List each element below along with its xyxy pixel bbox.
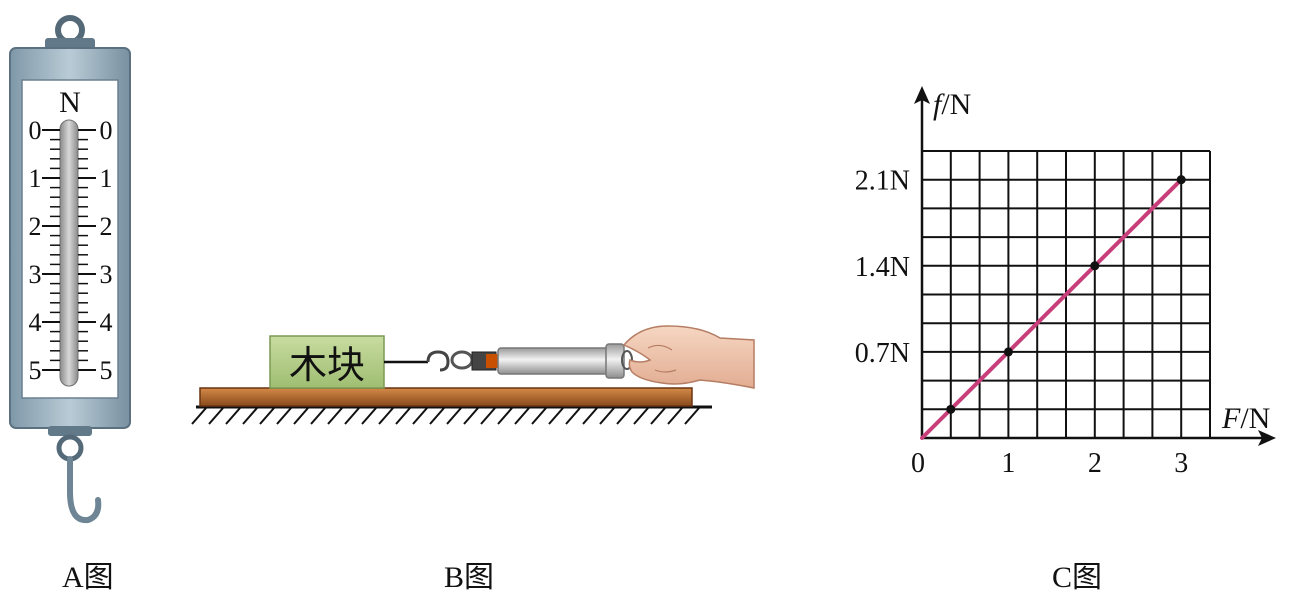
y-tick-label: 2.1N xyxy=(855,166,910,197)
x-axis-arrow-icon xyxy=(1258,430,1276,446)
hook-icon xyxy=(426,350,450,372)
x-tick-label: 3 xyxy=(1174,448,1188,479)
chart-axes xyxy=(914,86,1276,446)
wooden-block xyxy=(269,335,385,389)
chart-grid xyxy=(922,150,1211,438)
scale-label-right: 2 xyxy=(100,212,113,241)
wooden-board xyxy=(199,387,693,407)
scale-spring-tube xyxy=(59,119,79,387)
friction-setup: 木块 xyxy=(191,325,755,425)
hatch-line xyxy=(446,407,462,425)
x-tick-label: 2 xyxy=(1088,448,1102,479)
hatch-line xyxy=(276,407,292,425)
hatch-line xyxy=(565,407,581,425)
hatch-line xyxy=(242,407,258,425)
chart-axis-labels: f/N F/N 0 xyxy=(911,88,1270,479)
fit-line xyxy=(920,177,1184,440)
y-axis-label: f/N xyxy=(933,88,971,121)
f-vs-F-chart: 1 2 3 0.7N 1.4N 2.1N f/N F/N 0 xyxy=(855,86,1276,479)
hatch-line xyxy=(650,407,666,425)
ground-hatch xyxy=(191,407,700,425)
hatch-line xyxy=(429,407,445,425)
hatch-line xyxy=(191,407,207,425)
hatch-line xyxy=(259,407,275,425)
hatch-line xyxy=(463,407,479,425)
scale-unit: N xyxy=(59,86,81,119)
hatch-line xyxy=(667,407,683,425)
scale-label-left: 3 xyxy=(29,260,42,289)
scale-label-left: 1 xyxy=(29,164,42,193)
x-tick-label: 1 xyxy=(1001,448,1015,479)
data-point xyxy=(1090,261,1100,271)
hatch-line xyxy=(395,407,411,425)
x-axis-label: F/N xyxy=(1221,402,1270,435)
hook-icon xyxy=(67,456,102,524)
y-axis-arrow-icon xyxy=(914,86,930,104)
hatch-line xyxy=(378,407,394,425)
data-point xyxy=(1003,347,1013,357)
spring-scale: N 0 1 2 3 4 5 0 1 2 3 4 5 xyxy=(9,15,131,524)
hatch-line xyxy=(684,407,700,425)
hatch-line xyxy=(208,407,224,425)
hatch-line xyxy=(293,407,309,425)
hatch-line xyxy=(548,407,564,425)
hatch-line xyxy=(344,407,360,425)
hatch-line xyxy=(327,407,343,425)
hatch-line xyxy=(480,407,496,425)
origin-label: 0 xyxy=(911,448,925,479)
hatch-line xyxy=(531,407,547,425)
scale-label-right: 5 xyxy=(100,356,113,385)
y-tick-label: 1.4N xyxy=(855,252,910,283)
data-point xyxy=(946,404,956,414)
hatch-line xyxy=(361,407,377,425)
data-point xyxy=(1176,175,1186,185)
scale-ticks xyxy=(42,129,96,371)
spring-scale-barrel xyxy=(497,347,611,375)
hatch-line xyxy=(514,407,530,425)
hatch-line xyxy=(599,407,615,425)
hand-icon xyxy=(622,325,755,389)
scale-label-left: 0 xyxy=(29,116,42,145)
hatch-line xyxy=(310,407,326,425)
scale-label-right: 0 xyxy=(100,116,113,145)
scale-label-right: 3 xyxy=(100,260,113,289)
scale-labels-left: 0 1 2 3 4 5 xyxy=(29,116,42,385)
chart-series xyxy=(920,175,1186,440)
hatch-line xyxy=(225,407,241,425)
scale-label-right: 1 xyxy=(100,164,113,193)
hatch-line xyxy=(582,407,598,425)
caption-b: B图 xyxy=(444,561,495,594)
hatch-line xyxy=(633,407,649,425)
scale-label-left: 5 xyxy=(29,356,42,385)
scale-label-left: 4 xyxy=(29,308,42,337)
hatch-line xyxy=(412,407,428,425)
hatch-line xyxy=(616,407,632,425)
block-label: 木块 xyxy=(289,345,365,387)
y-tick-label: 0.7N xyxy=(855,338,910,369)
caption-c: C图 xyxy=(1052,561,1103,594)
scale-label-right: 4 xyxy=(100,308,113,337)
scale-labels-right: 0 1 2 3 4 5 xyxy=(100,116,113,385)
scale-label-left: 2 xyxy=(29,212,42,241)
caption-a: A图 xyxy=(62,561,114,594)
hatch-line xyxy=(497,407,513,425)
chart-tick-labels: 1 2 3 0.7N 1.4N 2.1N xyxy=(855,166,1188,479)
